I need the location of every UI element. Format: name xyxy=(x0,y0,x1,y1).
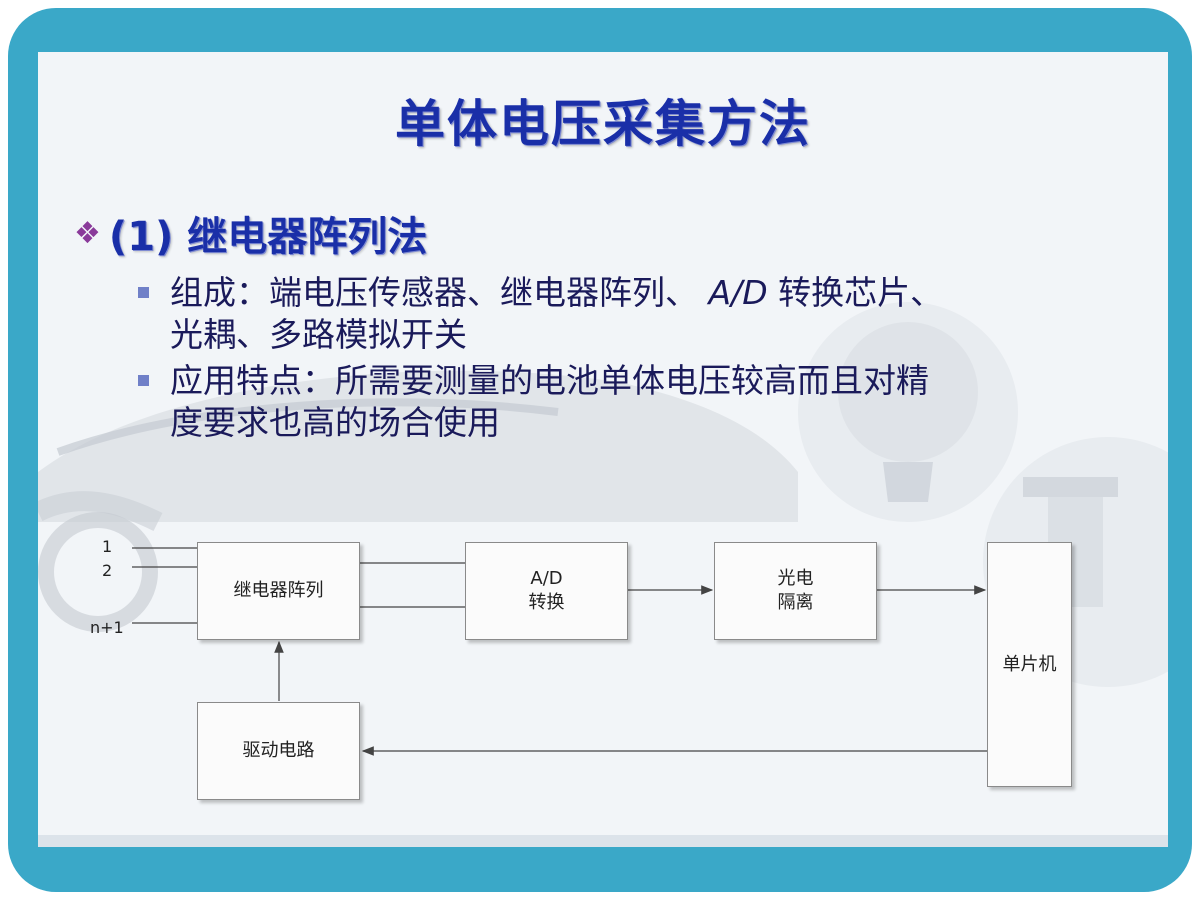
bullet-application: 应用特点：所需要测量的电池单体电压较高而且对精 度要求也高的场合使用 xyxy=(134,360,1114,444)
square-bullet-icon xyxy=(138,287,149,298)
square-bullet-icon xyxy=(138,375,149,386)
section-heading-text: (1) 继电器阵列法 xyxy=(108,214,428,260)
input-label-n1: n+1 xyxy=(90,618,124,637)
input-label-2: 2 xyxy=(102,561,113,580)
bullet-list: 组成：端电压传感器、继电器阵列、 A/D 转换芯片、 光耦、多路模拟开关 应用特… xyxy=(134,272,1114,448)
optical-isolation-box: 光电 隔离 xyxy=(714,542,877,640)
diamond-bullet-icon: ❖ xyxy=(74,215,101,251)
section-heading: ❖ (1) 继电器阵列法 xyxy=(74,206,427,260)
bullet-application-line2: 度要求也高的场合使用 xyxy=(170,403,500,442)
relay-array-box: 继电器阵列 xyxy=(197,542,360,640)
bullet-composition-line1: 组成：端电压传感器、继电器阵列、 A/D 转换芯片、 xyxy=(170,273,944,312)
bottom-bar xyxy=(38,835,1168,847)
bullet-application-line1: 应用特点：所需要测量的电池单体电压较高而且对精 xyxy=(170,361,929,400)
bullet-composition: 组成：端电压传感器、继电器阵列、 A/D 转换芯片、 光耦、多路模拟开关 xyxy=(134,272,1114,356)
block-diagram: 1 2 n+1 继电器阵列 A/D 转换 光电 隔离 单片机 驱动电路 xyxy=(80,515,1090,815)
slide-canvas: 单体电压采集方法 ❖ (1) 继电器阵列法 组成：端电压传感器、继电器阵列、 A… xyxy=(38,52,1168,847)
ad-converter-box: A/D 转换 xyxy=(465,542,628,640)
driver-circuit-box: 驱动电路 xyxy=(197,702,360,800)
mcu-box: 单片机 xyxy=(987,542,1072,787)
background-watermark xyxy=(38,302,1168,687)
diagram-connectors xyxy=(132,547,987,756)
bullet-composition-line2: 光耦、多路模拟开关 xyxy=(170,315,467,354)
slide-title: 单体电压采集方法 xyxy=(395,95,811,153)
input-label-1: 1 xyxy=(102,537,113,556)
